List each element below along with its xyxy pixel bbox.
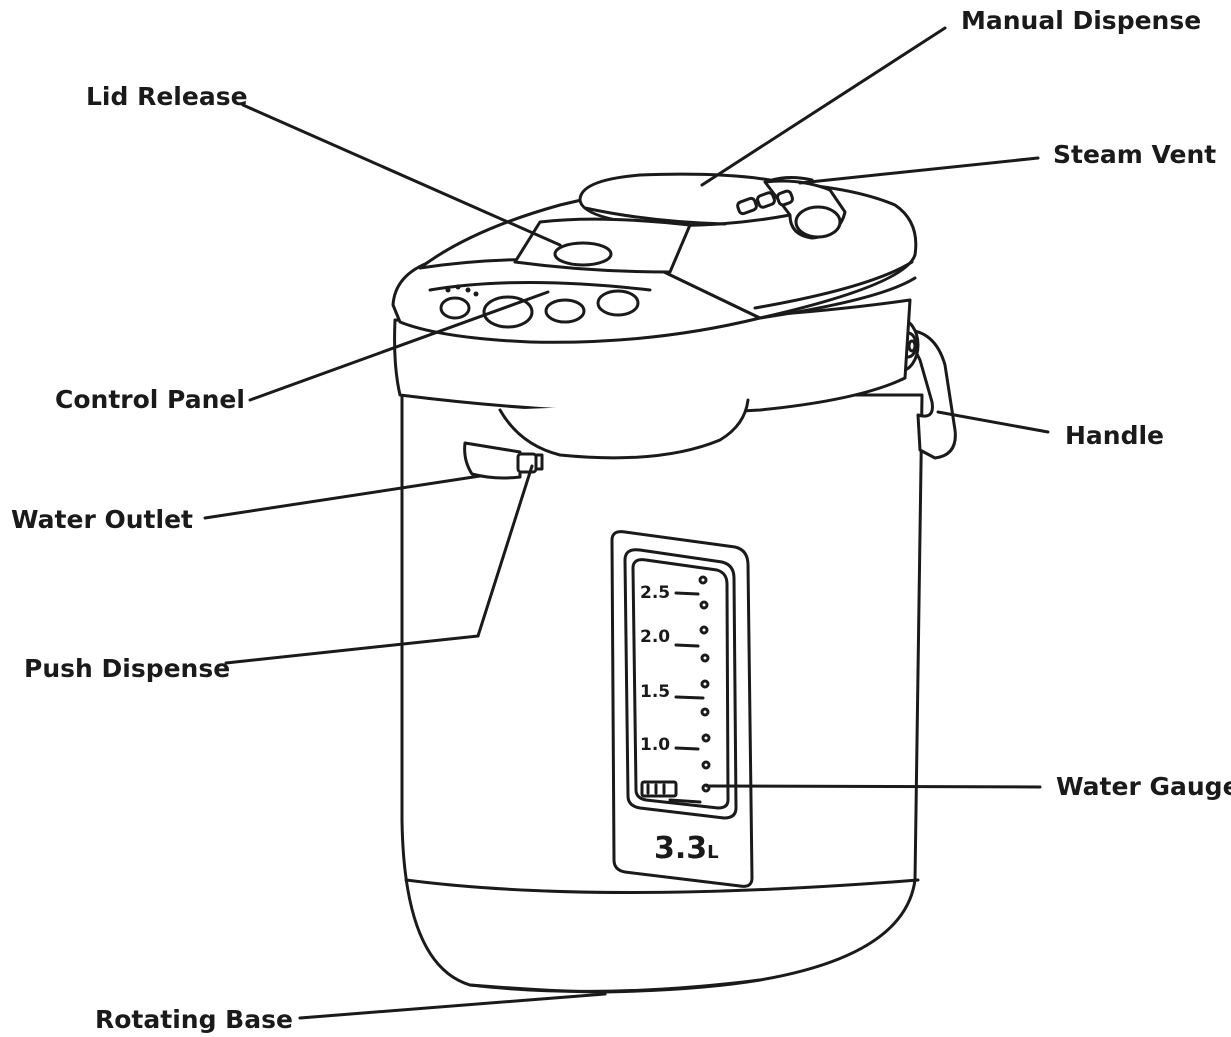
control-button-reboil[interactable] — [544, 298, 586, 324]
water-outlet — [463, 441, 544, 480]
label-water-outlet: Water Outlet — [11, 505, 193, 534]
leader-manual-dispense — [700, 26, 947, 187]
leader-lines — [203, 26, 1050, 1020]
label-rotating-base: Rotating Base — [95, 1005, 293, 1034]
control-button-dispense[interactable] — [482, 295, 534, 329]
label-manual-dispense: Manual Dispense — [961, 6, 1201, 35]
leader-handle — [936, 410, 1050, 434]
gauge-mark-1-0: 1.0 — [640, 735, 670, 755]
leader-water-gauge — [705, 784, 1042, 789]
label-push-dispense: Push Dispense — [24, 654, 230, 683]
callout-labels: Manual Dispense Lid Release Steam Vent C… — [11, 6, 1231, 1034]
capacity-value: 3.3 — [654, 831, 707, 866]
capacity-unit: L — [707, 842, 718, 863]
leader-lid-release — [241, 103, 562, 247]
lid — [418, 172, 918, 320]
control-panel — [428, 281, 652, 329]
leader-water-outlet — [203, 474, 482, 520]
leader-steam-vent — [798, 156, 1040, 185]
control-button-small[interactable] — [439, 296, 471, 320]
control-button-lock[interactable] — [596, 289, 640, 317]
gauge-mark-1-5: 1.5 — [640, 682, 670, 702]
leader-push-dispense — [224, 464, 534, 665]
capacity-label: 3.3L — [654, 831, 719, 866]
label-handle: Handle — [1065, 421, 1164, 450]
label-lid-release: Lid Release — [86, 82, 248, 111]
gauge-mark-2-5: 2.5 — [640, 583, 670, 603]
label-steam-vent: Steam Vent — [1053, 140, 1216, 169]
water-gauge: 2.5 2.0 1.5 1.0 3.3L — [610, 530, 754, 888]
label-water-gauge: Water Gauge — [1056, 772, 1231, 801]
leader-control-panel — [248, 290, 550, 402]
collar — [391, 256, 912, 460]
gauge-mark-2-0: 2.0 — [640, 627, 670, 647]
leader-rotating-base — [298, 992, 607, 1020]
label-control-panel: Control Panel — [55, 385, 245, 414]
